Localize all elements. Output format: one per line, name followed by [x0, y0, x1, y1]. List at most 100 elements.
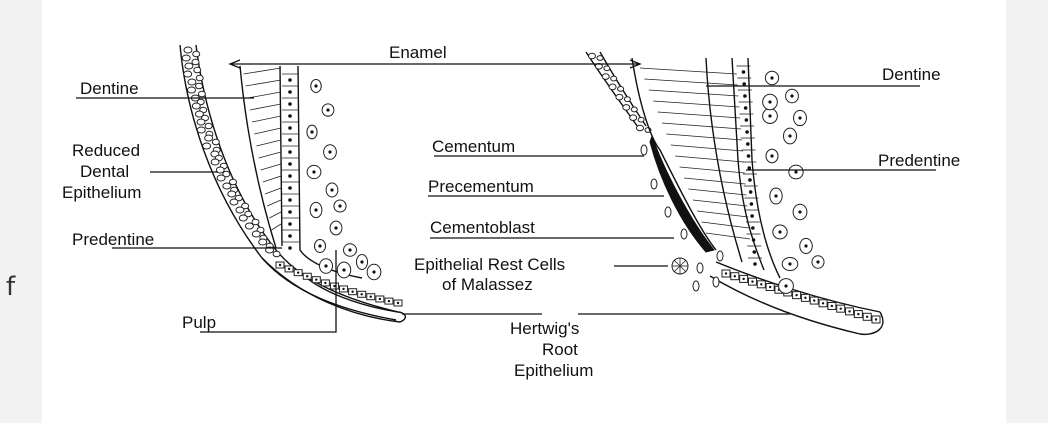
epithelium-cell: [192, 50, 201, 58]
enamel-hatch-line: [243, 67, 282, 75]
follicle-cell: [712, 276, 720, 288]
enamel-arrow-right: [629, 59, 642, 69]
root-sheath-nucleus: [821, 302, 825, 305]
odontoblast-nucleus: [741, 70, 746, 74]
enamel-hatch-line: [269, 211, 282, 219]
label-hertwig-3: Epithelium: [514, 361, 593, 380]
dentine-hatch-line: [653, 100, 740, 108]
dentine-hatch-line: [639, 67, 737, 75]
odontoblast-nucleus: [288, 246, 292, 250]
epithelium-cell: [615, 93, 624, 101]
pulp-cell-nucleus: [324, 264, 328, 268]
enamel-hatch-line: [258, 151, 282, 159]
right-root-sheath-cells: [721, 269, 881, 324]
root-sheath-nucleus: [396, 301, 400, 305]
label-predentine-left: Predentine: [72, 230, 154, 249]
epithelium-cell: [215, 166, 225, 174]
dentine-hatch-line: [675, 155, 744, 163]
epithelium-cell: [637, 116, 645, 123]
odontoblast-nucleus: [747, 166, 752, 170]
pulp-cell-nucleus: [318, 244, 322, 248]
tooth-development-diagram: Enamel Dentine Reduced Dental Epithelium…: [42, 0, 1006, 423]
dentine-hatch-line: [701, 221, 750, 229]
pulp-cell-nucleus: [774, 194, 778, 198]
pulp-cell-nucleus: [328, 150, 332, 154]
enamel-hatch-line: [271, 223, 282, 231]
label-cementum: Cementum: [432, 137, 515, 156]
epithelium-cell: [596, 55, 604, 61]
pulp-cell-nucleus: [778, 230, 782, 234]
follicle-cell: [650, 178, 658, 190]
root-sheath-nucleus: [315, 278, 318, 281]
odontoblast-nucleus: [288, 150, 292, 154]
dentine-hatch-line: [697, 210, 749, 218]
epithelium-cell: [241, 202, 250, 210]
epithelium-cell: [196, 118, 206, 126]
pulp-cell-nucleus: [330, 188, 334, 192]
pulp-cell-nucleus: [342, 268, 346, 272]
epithelium-cell: [227, 190, 237, 198]
enamel-hatch-line: [262, 175, 282, 183]
pulp-cell-nucleus: [314, 84, 318, 88]
odontoblast-nucleus: [288, 222, 292, 226]
root-sheath-nucleus: [360, 293, 363, 296]
root-sheath-nucleus: [351, 290, 354, 293]
right-epithelium-cells: [588, 52, 652, 133]
epithelium-cell: [195, 82, 204, 90]
label-rest-2: of Malassez: [442, 275, 533, 294]
enamel-hatch-line: [251, 115, 282, 123]
dentine-hatch-line: [679, 166, 745, 174]
enamel-hatch-line: [254, 127, 282, 135]
root-sheath-nucleus: [342, 287, 345, 291]
epithelium-cell: [204, 134, 214, 142]
epithelium-cell: [251, 218, 260, 226]
leader-lines: [76, 59, 936, 333]
dentine-hatch-line: [683, 177, 746, 185]
enamel-hatch-line: [256, 139, 282, 147]
pulp-cell-nucleus: [348, 248, 352, 252]
pulp-cell-nucleus: [334, 226, 338, 230]
epithelium-cell: [216, 174, 226, 182]
odontoblast-nucleus: [753, 262, 757, 266]
root-sheath-nucleus: [733, 275, 737, 278]
odontoblast-nucleus: [288, 78, 292, 82]
odontoblast-nucleus: [751, 226, 755, 230]
epithelium-cell: [258, 238, 268, 246]
label-hertwig-2: Root: [542, 340, 578, 359]
odontoblast-nucleus: [288, 186, 292, 190]
pulp-cell-nucleus: [790, 94, 794, 98]
epithelium-cell: [622, 104, 631, 111]
odontoblast-nucleus: [288, 126, 292, 130]
rest-cells-rosette: [671, 257, 689, 275]
epithelium-cell: [222, 170, 231, 178]
follicle-cell: [664, 206, 672, 218]
odontoblast-nucleus: [288, 174, 292, 178]
left-gutter: [0, 0, 42, 423]
root-sheath-nucleus: [830, 304, 834, 308]
epithelium-cell: [211, 138, 220, 146]
root-sheath-nucleus: [848, 310, 851, 313]
odontoblast-nucleus: [288, 162, 292, 166]
label-precementum: Precementum: [428, 177, 534, 196]
dentine-hatch-line: [705, 232, 751, 240]
pulp-cell-nucleus: [360, 260, 364, 264]
epithelium-cell: [183, 46, 193, 54]
epithelium-cell: [191, 102, 201, 110]
root-sheath-nucleus: [874, 318, 878, 321]
left-odontoblast-cells: [282, 73, 299, 250]
pulp-cell-nucleus: [798, 210, 802, 214]
follicle-cell: [640, 144, 648, 156]
root-sheath-nucleus: [742, 277, 745, 281]
right-predentine-boundary: [731, 57, 765, 271]
left-root-sheath-cells: [275, 261, 403, 307]
odontoblast-nucleus: [288, 198, 292, 202]
diagram-canvas: Enamel Dentine Reduced Dental Epithelium…: [62, 43, 960, 380]
odontoblast-nucleus: [745, 130, 749, 134]
root-sheath-nucleus: [751, 280, 754, 283]
right-odontoblast-outer: [747, 57, 781, 279]
dentine-hatch-line: [644, 78, 738, 86]
dentine-hatch-line: [661, 122, 742, 130]
labels: Enamel Dentine Reduced Dental Epithelium…: [62, 43, 960, 380]
label-dentine-left: Dentine: [80, 79, 139, 98]
pulp-cell-nucleus: [770, 154, 774, 158]
